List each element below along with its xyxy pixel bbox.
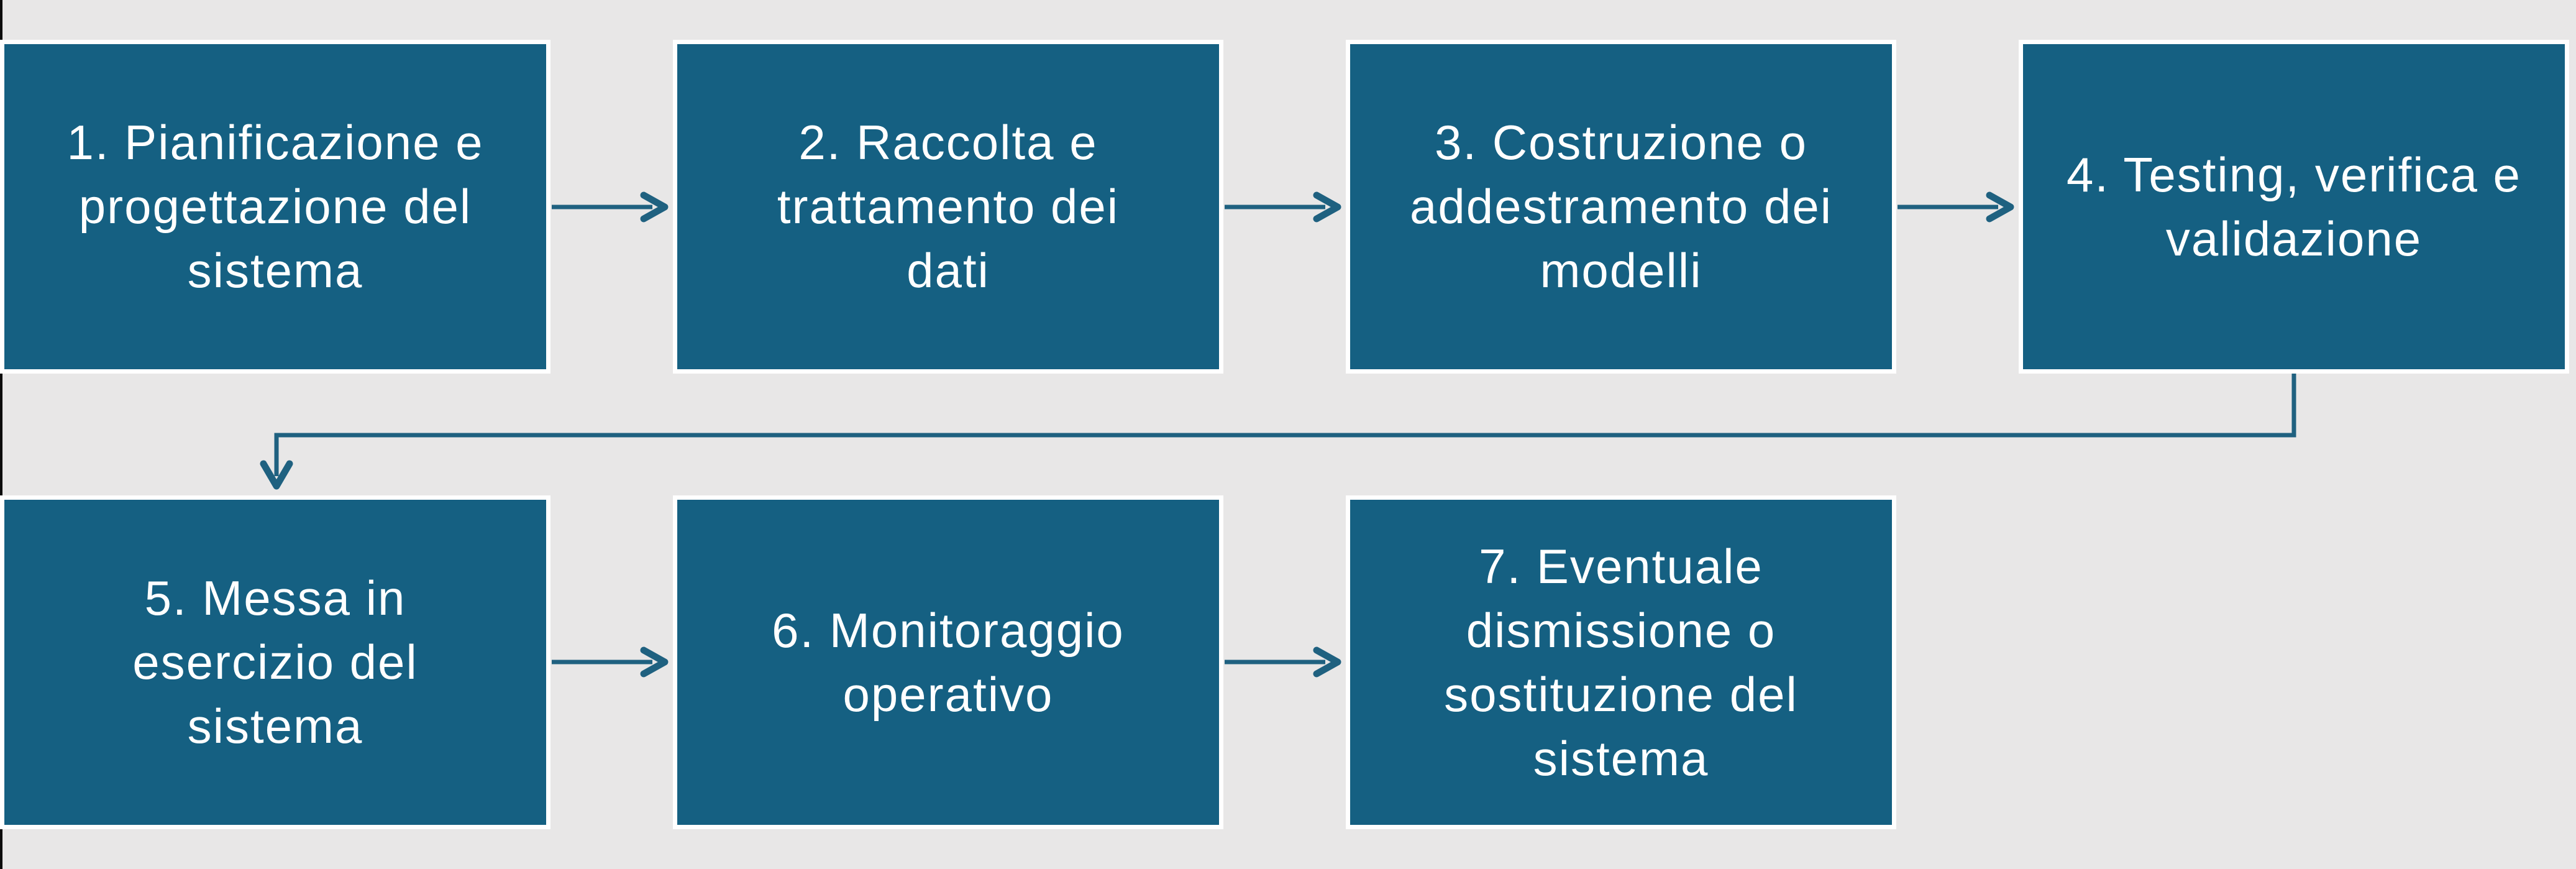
flow-box-6-monitoraggio: 6. Monitoraggio operativo (673, 495, 1223, 829)
arrow-icon-6-to-7 (1225, 646, 1341, 678)
arrow-icon-3-to-4 (1898, 191, 2014, 223)
elbow-arrow-icon-4-to-5 (260, 369, 2296, 490)
flow-box-5-messa-in-esercizio: 5. Messa in esercizio del sistema (0, 495, 550, 829)
flow-box-4-testing: 4. Testing, verifica e validazione (2019, 40, 2569, 374)
slide-left-edge-line (0, 0, 2, 869)
flow-box-2-raccolta: 2. Raccolta e trattamento dei dati (673, 40, 1223, 374)
arrow-icon-5-to-6 (552, 646, 669, 678)
flow-box-1-pianificazione: 1. Pianificazione e progettazione del si… (0, 40, 550, 374)
arrow-icon-1-to-2 (552, 191, 669, 223)
flow-box-7-dismissione: 7. Eventuale dismissione o sostituzione … (1346, 495, 1896, 829)
arrow-icon-2-to-3 (1225, 191, 1341, 223)
flow-box-3-costruzione: 3. Costruzione o addestramento dei model… (1346, 40, 1896, 374)
